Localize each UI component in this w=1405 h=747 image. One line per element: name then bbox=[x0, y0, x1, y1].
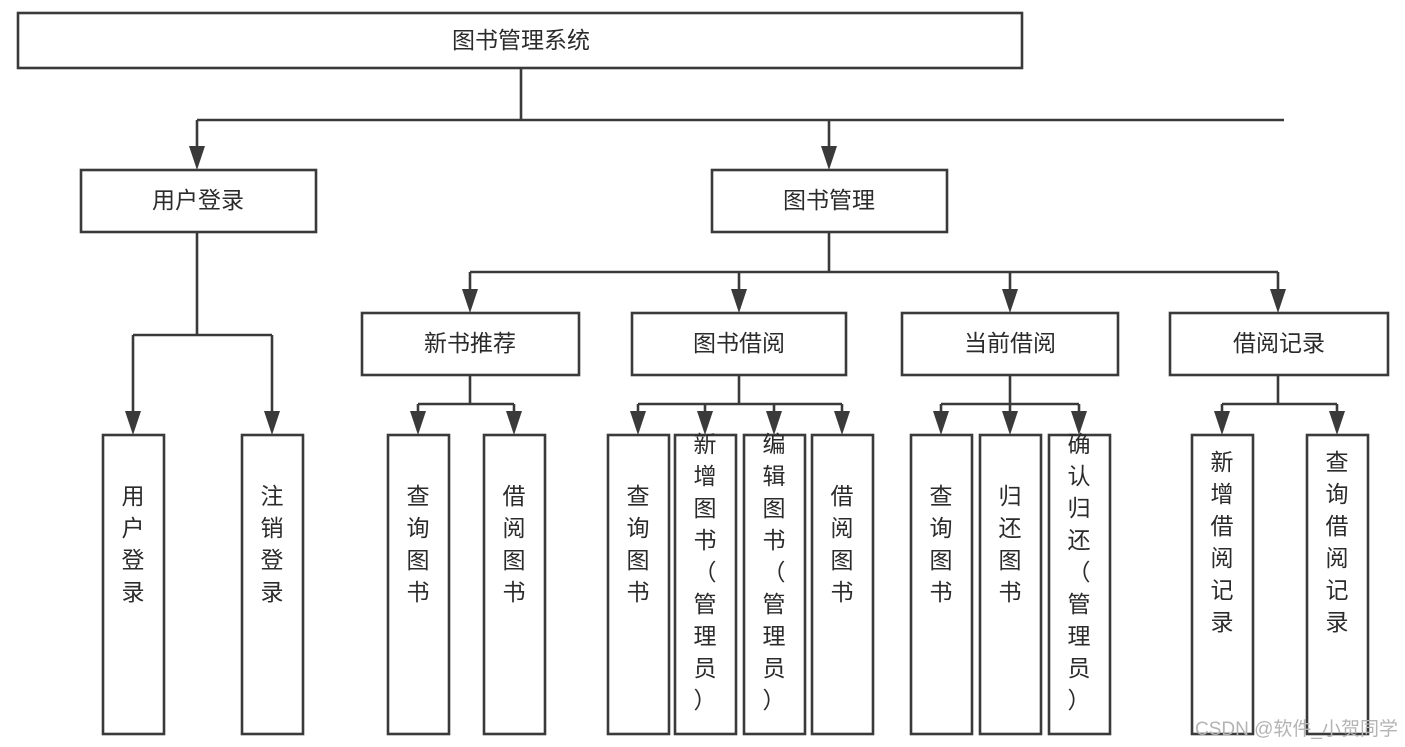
node-leaf-query-book-2-box[interactable] bbox=[606, 433, 671, 736]
arrow-borrow-record-child2 bbox=[1329, 411, 1345, 435]
arrow-current-borrow-child1 bbox=[933, 411, 949, 435]
node-leaf-query-book-3[interactable]: 查询图书 bbox=[909, 433, 974, 736]
node-leaf-return-book-box[interactable] bbox=[978, 433, 1043, 736]
node-leaf-query-book-3-box[interactable] bbox=[909, 433, 974, 736]
arrow-user-login-child2 bbox=[264, 411, 280, 435]
node-leaf-query-book-1-box[interactable] bbox=[386, 433, 451, 736]
arrow-bm-to-new-book bbox=[462, 289, 478, 313]
node-leaf-edit-book-admin-label: 编辑图书（管理员） bbox=[763, 431, 786, 713]
node-leaf-query-borrow-record-label: 查询借阅记录 bbox=[1326, 449, 1349, 635]
node-book-borrow[interactable]: 图书借阅 bbox=[630, 311, 848, 377]
node-borrow-record-label: 借阅记录 bbox=[1233, 330, 1325, 356]
node-leaf-user-login[interactable]: 用户登录 bbox=[101, 433, 166, 736]
node-leaf-add-book-admin[interactable]: 新增图书（管理员） bbox=[673, 431, 738, 736]
node-leaf-edit-book-admin-box[interactable] bbox=[742, 433, 807, 736]
node-leaf-query-book-3-label: 查询图书 bbox=[930, 483, 953, 605]
watermark-label: CSDN @软件_小贺同学 bbox=[1195, 718, 1398, 740]
node-leaf-query-book-1[interactable]: 查询图书 bbox=[386, 433, 451, 736]
node-leaf-borrow-book-2[interactable]: 借阅图书 bbox=[810, 433, 875, 736]
arrow-bm-to-borrow-record bbox=[1270, 289, 1286, 313]
arrow-current-borrow-child2 bbox=[1002, 411, 1018, 435]
node-root-label: 图书管理系统 bbox=[452, 27, 590, 53]
node-leaf-add-book-admin-box[interactable] bbox=[673, 433, 738, 736]
arrow-book-borrow-child1 bbox=[630, 411, 646, 435]
node-leaf-borrow-book-2-label: 借阅图书 bbox=[831, 483, 854, 605]
arrow-borrow-record-child1 bbox=[1214, 411, 1230, 435]
node-new-book-recommend-label: 新书推荐 bbox=[424, 330, 516, 356]
node-leaf-borrow-book-1[interactable]: 借阅图书 bbox=[482, 433, 547, 736]
node-leaf-query-book-2-label: 查询图书 bbox=[627, 483, 650, 605]
arrow-book-borrow-child3 bbox=[766, 411, 782, 435]
node-book-management[interactable]: 图书管理 bbox=[710, 168, 949, 234]
node-borrow-record[interactable]: 借阅记录 bbox=[1168, 311, 1390, 377]
arrow-book-borrow-child2 bbox=[697, 411, 713, 435]
node-leaf-query-borrow-record[interactable]: 查询借阅记录 bbox=[1305, 433, 1370, 736]
node-leaf-logout-login-label: 注销登录 bbox=[261, 483, 284, 605]
node-leaf-logout-login-box[interactable] bbox=[240, 433, 305, 736]
arrow-root-to-book-management bbox=[821, 146, 837, 170]
node-root-box[interactable] bbox=[16, 11, 1024, 70]
arrow-bm-to-book-borrow bbox=[731, 289, 747, 313]
arrow-user-login-child1 bbox=[125, 411, 141, 435]
node-leaf-add-borrow-record[interactable]: 新增借阅记录 bbox=[1190, 433, 1255, 736]
node-book-management-box[interactable] bbox=[710, 168, 949, 234]
node-leaf-add-book-admin-label: 新增图书（管理员） bbox=[694, 431, 717, 713]
node-current-borrow-box[interactable] bbox=[900, 311, 1120, 377]
node-leaf-borrow-book-2-box[interactable] bbox=[810, 433, 875, 736]
node-leaf-add-borrow-record-box[interactable] bbox=[1190, 433, 1255, 736]
node-leaf-borrow-book-1-label: 借阅图书 bbox=[503, 483, 526, 605]
node-leaf-borrow-book-1-box[interactable] bbox=[482, 433, 547, 736]
arrow-new-book-child2 bbox=[506, 411, 522, 435]
node-leaf-confirm-return-admin[interactable]: 确认归还（管理员） bbox=[1047, 431, 1112, 736]
node-leaf-return-book-label: 归还图书 bbox=[999, 483, 1022, 605]
node-new-book-recommend[interactable]: 新书推荐 bbox=[360, 311, 581, 377]
node-book-borrow-label: 图书借阅 bbox=[693, 330, 785, 356]
connector-layer bbox=[125, 68, 1345, 435]
node-root[interactable]: 图书管理系统 bbox=[16, 11, 1024, 70]
node-leaf-add-borrow-record-label: 新增借阅记录 bbox=[1211, 449, 1234, 635]
arrow-new-book-child1 bbox=[410, 411, 426, 435]
arrow-root-to-user-login bbox=[189, 146, 205, 170]
node-leaf-edit-book-admin[interactable]: 编辑图书（管理员） bbox=[742, 431, 807, 736]
arrow-book-borrow-child4 bbox=[834, 411, 850, 435]
node-current-borrow-label: 当前借阅 bbox=[964, 330, 1056, 356]
node-user-login[interactable]: 用户登录 bbox=[79, 168, 318, 234]
node-leaf-confirm-return-admin-box[interactable] bbox=[1047, 433, 1112, 736]
node-leaf-return-book[interactable]: 归还图书 bbox=[978, 433, 1043, 736]
node-leaf-logout-login[interactable]: 注销登录 bbox=[240, 433, 305, 736]
node-leaf-query-book-1-label: 查询图书 bbox=[407, 483, 430, 605]
node-leaf-user-login-box[interactable] bbox=[101, 433, 166, 736]
node-leaf-user-login-label: 用户登录 bbox=[122, 483, 145, 605]
node-leaf-query-borrow-record-box[interactable] bbox=[1305, 433, 1370, 736]
node-leaf-query-book-2[interactable]: 查询图书 bbox=[606, 433, 671, 736]
node-leaf-confirm-return-admin-label: 确认归还（管理员） bbox=[1068, 431, 1091, 713]
node-book-borrow-box[interactable] bbox=[630, 311, 848, 377]
node-user-login-label: 用户登录 bbox=[152, 187, 244, 213]
node-book-management-label: 图书管理 bbox=[783, 187, 875, 213]
node-current-borrow[interactable]: 当前借阅 bbox=[900, 311, 1120, 377]
arrow-bm-to-current-borrow bbox=[1002, 289, 1018, 313]
node-new-book-recommend-box[interactable] bbox=[360, 311, 581, 377]
node-user-login-box[interactable] bbox=[79, 168, 318, 234]
node-borrow-record-box[interactable] bbox=[1168, 311, 1390, 377]
arrow-current-borrow-child3 bbox=[1071, 411, 1087, 435]
